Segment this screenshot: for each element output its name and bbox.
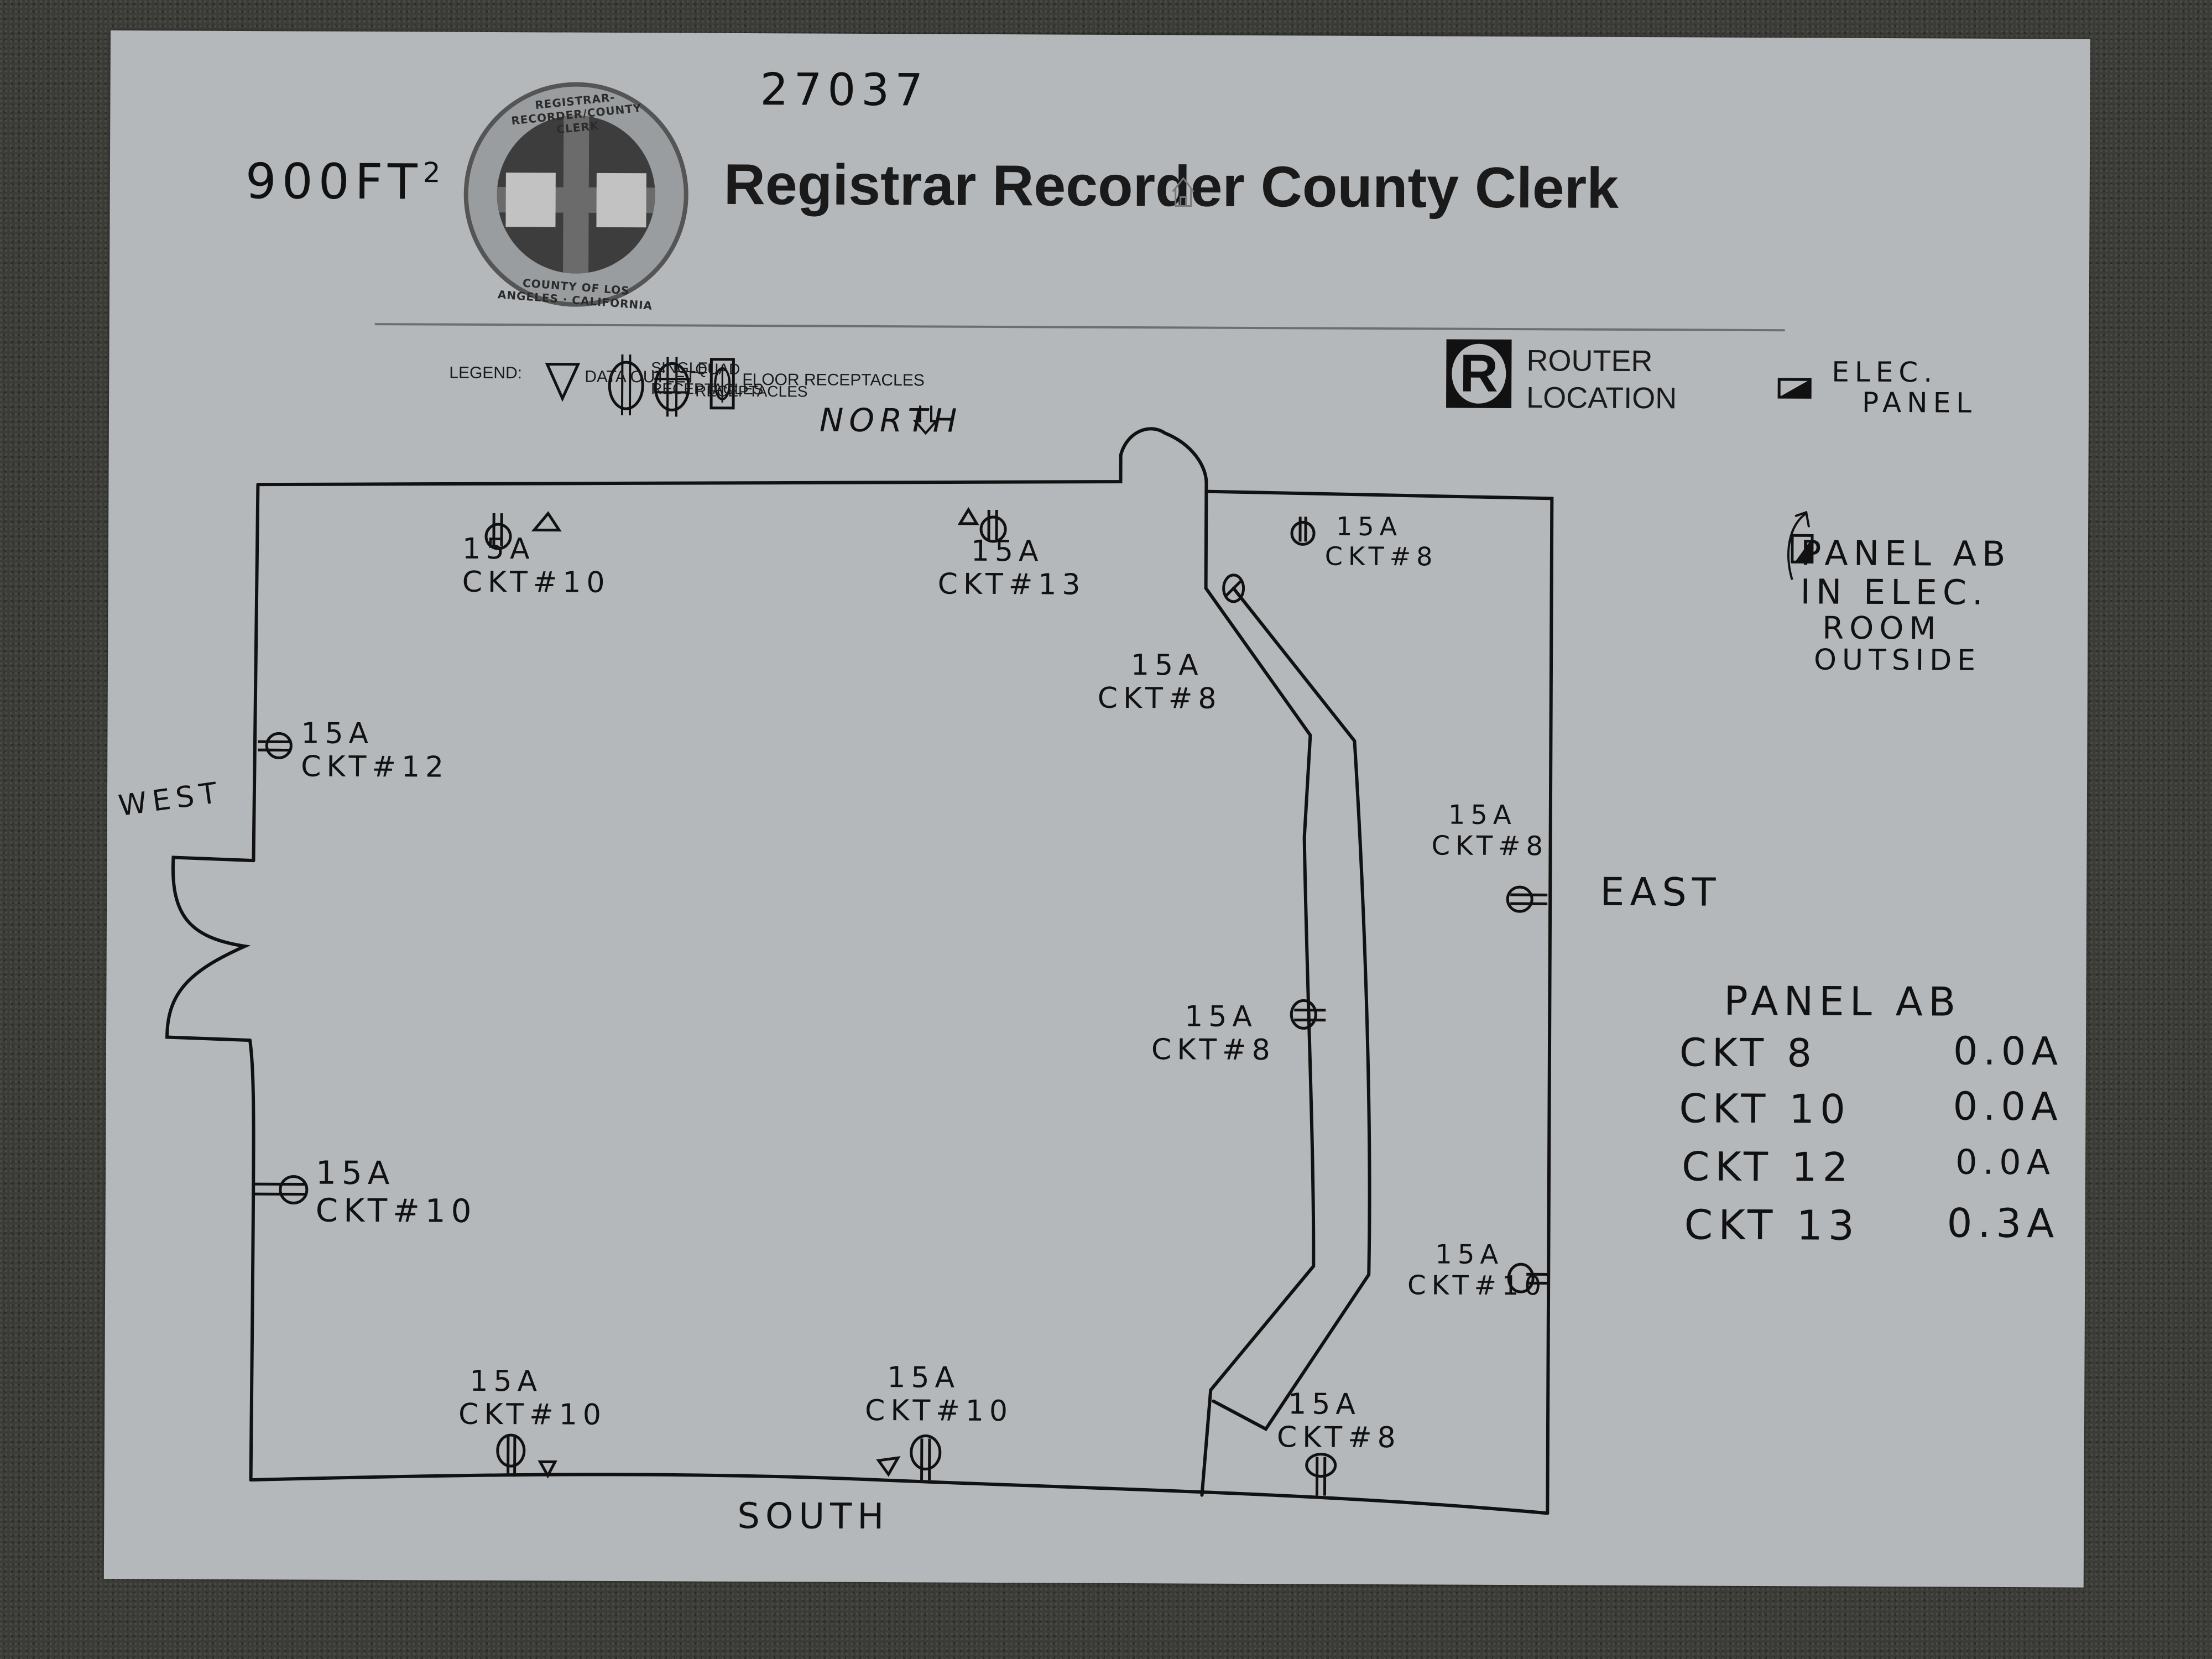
- amp-rating: 15A: [1288, 1387, 1361, 1421]
- east-label: EAST: [1600, 869, 1721, 915]
- north-wall-right: [1204, 481, 1554, 1515]
- north-door-arc: [1119, 427, 1208, 485]
- south-data-outlet-1: [538, 1460, 557, 1479]
- circuit-number: CKT#13: [937, 567, 1086, 602]
- amp-rating: 15A: [887, 1361, 961, 1395]
- panel-pointer-arrow: [1787, 510, 1811, 580]
- amp-rating: 15A: [1130, 649, 1204, 682]
- panel-row-load: 0.0A: [1953, 1028, 2064, 1074]
- panel-row-circuit: CKT 12: [1681, 1143, 1854, 1191]
- corridor-right-wall: [1212, 586, 1371, 1432]
- amp-rating: 15A: [301, 717, 374, 751]
- floor-plan-sheet: 27037 900FT2 REGISTRAR-RECORDER/COUNTY C…: [103, 30, 2090, 1588]
- legend-icons: [545, 354, 1812, 435]
- corridor-floor-receptacle: [1222, 573, 1245, 603]
- floor-plan-drawing: [165, 427, 1814, 1515]
- circuit-number: CKT#8: [1324, 541, 1438, 572]
- south-data-outlet-2: [876, 1456, 901, 1477]
- circuit-number: CKT#10: [458, 1397, 607, 1432]
- north-wall-left: [256, 453, 1123, 487]
- circuit-number: CKT#8: [1097, 681, 1222, 716]
- circuit-number: CKT#10: [462, 565, 611, 599]
- panel-row-load: 0.3A: [1947, 1199, 2060, 1247]
- panel-row-circuit: CKT 10: [1679, 1085, 1851, 1133]
- panel-row-load: 0.0A: [1953, 1083, 2063, 1130]
- data-outlet-triangle-icon: [545, 362, 581, 402]
- circuit-number: CKT#10: [1407, 1270, 1547, 1302]
- corridor-receptacle-ckt8: [1290, 999, 1326, 1030]
- panel-table-title: PANEL AB: [1724, 977, 1961, 1025]
- amp-rating: 15A: [469, 1364, 543, 1399]
- circuit-number: CKT#8: [1431, 830, 1549, 862]
- circuit-number: CKT#10: [315, 1191, 477, 1230]
- panel-note-line3: ROOM: [1822, 610, 1942, 647]
- north-label: NORTH: [819, 401, 963, 440]
- receptacle-symbols: [254, 507, 1814, 1496]
- south-receptacle-ckt8: [1305, 1453, 1337, 1496]
- panel-note-line2: IN ELEC.: [1800, 571, 1989, 613]
- west-wall-lower: [248, 1039, 255, 1482]
- circuit-number: CKT#12: [301, 750, 450, 784]
- elec-panel-icon: [1777, 378, 1812, 399]
- amp-rating: 15A: [315, 1154, 395, 1192]
- amp-rating: 15A: [971, 534, 1044, 568]
- home-icon[interactable]: [1171, 176, 1196, 208]
- north-data-outlet-2: [957, 507, 979, 525]
- east-receptacle-ckt10: [1507, 1262, 1549, 1293]
- south-wall: [249, 1473, 1550, 1515]
- east-receptacle-ckt8: [1506, 885, 1548, 913]
- amp-rating: 15A: [1185, 1000, 1258, 1034]
- amp-rating: 15A: [1435, 1239, 1504, 1271]
- amp-rating: 15A: [462, 532, 535, 566]
- circuit-number: CKT#10: [864, 1394, 1014, 1428]
- west-receptacle-ckt12: [258, 732, 293, 759]
- panel-row-load: 0.0A: [1955, 1141, 2056, 1183]
- panel-note-line1: PANEL AB: [1800, 533, 2011, 575]
- floor-receptacle-icon: [709, 358, 735, 410]
- west-receptacle-ckt10: [254, 1175, 309, 1204]
- south-receptacle-ckt10-a: [496, 1433, 526, 1477]
- panel-row-circuit: CKT 13: [1684, 1201, 1860, 1250]
- north-receptacle-ckt10: [484, 513, 512, 550]
- panel-row-circuit: CKT 8: [1679, 1030, 1818, 1076]
- amp-rating: 15A: [1335, 511, 1403, 542]
- west-wall-upper: [252, 483, 260, 863]
- circuit-number: CKT#8: [1151, 1033, 1276, 1067]
- south-label: SOUTH: [737, 1495, 890, 1538]
- north-data-outlet-1: [531, 511, 562, 532]
- panel-note-line4: OUTSIDE: [1813, 643, 1981, 677]
- quad-receptacle-icon: [654, 357, 690, 417]
- west-door: [165, 855, 255, 1042]
- corridor-left-wall: [1200, 489, 1316, 1497]
- north-receptacle-ckt13: [979, 509, 1007, 543]
- single-receptacle-icon: [608, 354, 644, 416]
- south-receptacle-ckt10-b: [910, 1434, 942, 1480]
- router-arrow-icon: [912, 405, 939, 435]
- circuit-number: CKT#8: [1276, 1421, 1401, 1455]
- ne-receptacle-ckt8: [1290, 517, 1316, 546]
- amp-rating: 15A: [1448, 799, 1517, 831]
